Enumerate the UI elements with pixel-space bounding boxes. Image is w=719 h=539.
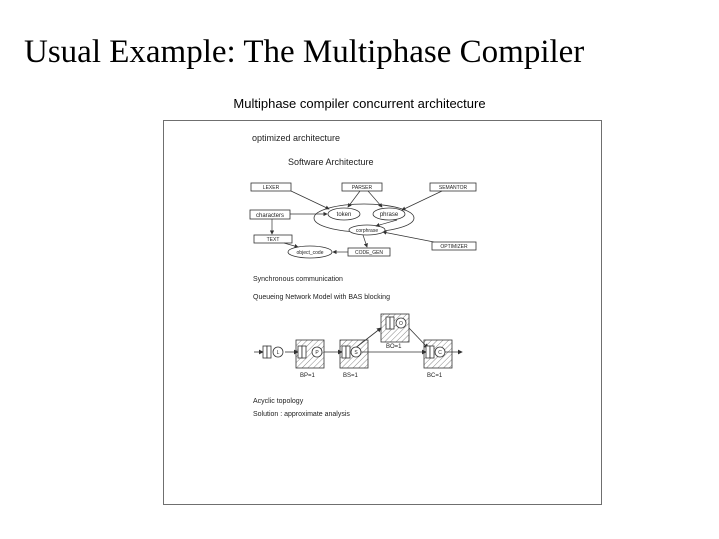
station-o-label: O bbox=[399, 321, 403, 327]
o-station-region bbox=[380, 313, 410, 343]
corephrase-label: corphrase bbox=[356, 228, 378, 234]
station-c: C bbox=[425, 345, 446, 359]
bs-capacity-label: BS=1 bbox=[343, 373, 359, 379]
architecture-figure: optimized architecture Software Architec… bbox=[163, 120, 602, 505]
software-architecture-diagram: LEXER PARSER SEMANTOR characters token p… bbox=[249, 182, 477, 259]
station-c-label: C bbox=[438, 350, 442, 356]
parser-label: PARSER bbox=[352, 185, 373, 191]
code-gen-label: CODE_GEN bbox=[355, 250, 383, 256]
bp-capacity-label: BP=1 bbox=[300, 373, 316, 379]
parser-box bbox=[341, 182, 383, 192]
station-l: L bbox=[262, 345, 284, 359]
object-code-node bbox=[287, 245, 333, 259]
semantor-label: SEMANTOR bbox=[439, 185, 468, 191]
characters-label: characters bbox=[256, 213, 284, 219]
text-label: TEXT bbox=[267, 237, 280, 243]
lexer-label: LEXER bbox=[263, 185, 280, 191]
software-architecture-label: Software Architecture bbox=[288, 157, 374, 167]
phrase-node bbox=[372, 207, 406, 221]
phrase-label: phrase bbox=[380, 212, 399, 218]
bo-capacity-label: BO=1 bbox=[386, 344, 402, 350]
station-p-label: P bbox=[315, 350, 319, 356]
station-l-label: L bbox=[277, 350, 280, 356]
lexer-box bbox=[250, 182, 292, 192]
station-s-label: S bbox=[354, 350, 358, 356]
object-code-label: object_code bbox=[297, 250, 324, 256]
solution-label: Solution : approximate analysis bbox=[253, 411, 350, 418]
bc-capacity-label: BC=1 bbox=[427, 373, 443, 379]
corephrase-node bbox=[348, 224, 386, 236]
semantor-box bbox=[429, 182, 477, 192]
optimizer-box bbox=[431, 241, 477, 251]
optimizer-label: OPTIMIZER bbox=[440, 244, 468, 250]
station-p: P bbox=[297, 345, 323, 359]
sync-communication-label: Synchronous communication bbox=[253, 276, 343, 283]
station-o: O bbox=[385, 316, 407, 330]
architecture-connectors bbox=[269, 190, 443, 255]
queueing-model-label: Queueing Network Model with BAS blocking bbox=[253, 294, 390, 301]
slide-title: Usual Example: The Multiphase Compiler bbox=[24, 34, 585, 70]
queue-network-links bbox=[254, 327, 463, 355]
queueing-network-diagram: L P S O bbox=[254, 313, 463, 379]
optimized-architecture-label: optimized architecture bbox=[252, 133, 340, 143]
acyclic-topology-label: Acyclic topology bbox=[253, 398, 304, 405]
station-s: S bbox=[341, 345, 362, 359]
text-box bbox=[253, 234, 293, 244]
token-node bbox=[327, 207, 361, 221]
diagram-caption: Multiphase compiler concurrent architect… bbox=[233, 96, 486, 111]
characters-box bbox=[249, 209, 291, 220]
token-label: token bbox=[337, 212, 352, 218]
